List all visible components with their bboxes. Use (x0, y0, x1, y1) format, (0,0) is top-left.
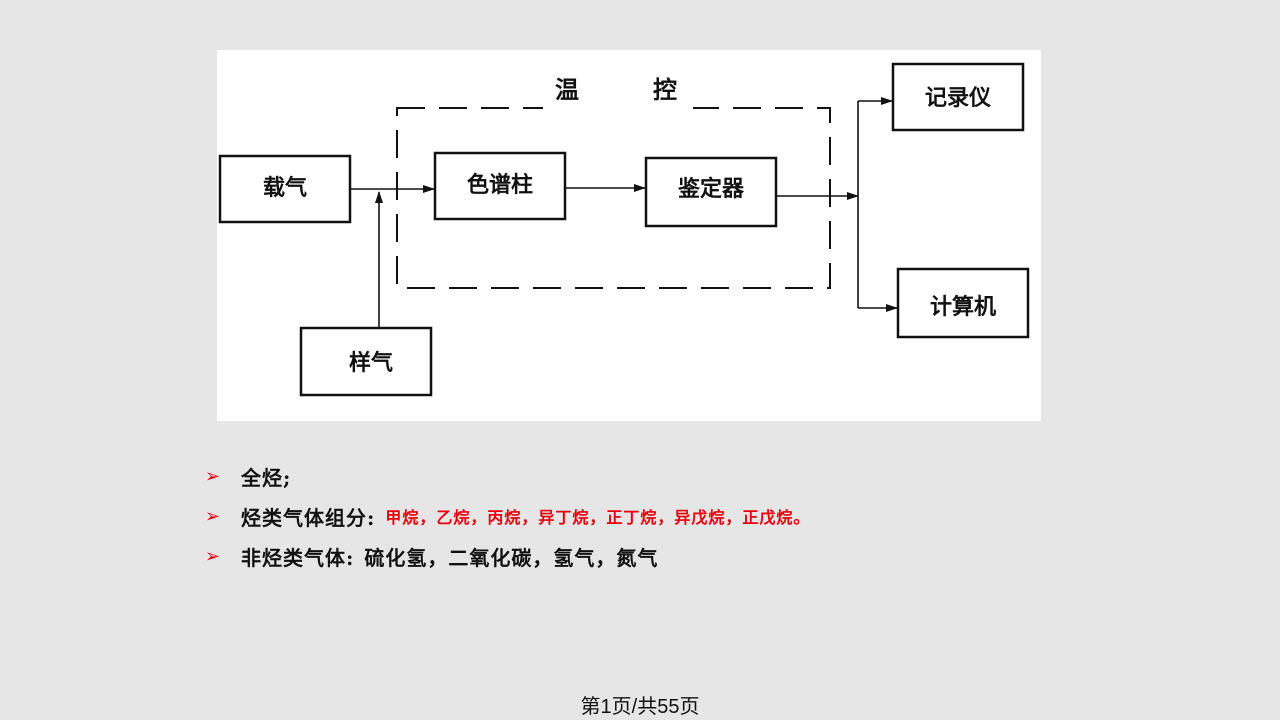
flow-diagram-svg: 温 控 载气 样气 色谱柱 鉴定器 记录仪 (218, 62, 1030, 397)
node-detector: 鉴定器 (644, 156, 778, 228)
bullet-lead-text: 全烃; (241, 465, 292, 490)
temp-control-label-2: 控 (653, 76, 677, 104)
node-chromatographic-column: 色谱柱 (433, 151, 567, 221)
node-column-label: 色谱柱 (467, 172, 533, 198)
bullet-list: ➢ 全烃; ➢ 烃类气体组分: 甲烷，乙烷，丙烷，异丁烷，正丁烷，异戊烷，正戊烷… (205, 456, 1105, 576)
bullet-lead-text: 烃类气体组分: (241, 505, 376, 530)
node-sample-gas: 样气 (299, 326, 433, 397)
bullet-arrow-icon: ➢ (205, 465, 222, 487)
bullet-detail-text: 硫化氢，二氧化碳，氢气，氮气 (364, 545, 659, 570)
node-computer-label: 计算机 (930, 294, 996, 320)
bullet-arrow-icon: ➢ (205, 505, 222, 527)
flow-diagram: 温 控 载气 样气 色谱柱 鉴定器 记录仪 (217, 50, 1041, 421)
node-recorder: 记录仪 (891, 62, 1025, 132)
bullet-item-total-hydrocarbon: ➢ 全烃; (205, 456, 1105, 496)
page-number: 第1页/共55页 (580, 696, 700, 718)
node-carrier-gas: 载气 (218, 154, 352, 224)
node-carrier-gas-label: 载气 (263, 175, 307, 201)
bullet-item-hydrocarbon-components: ➢ 烃类气体组分: 甲烷，乙烷，丙烷，异丁烷，正丁烷，异戊烷，正戊烷。 (205, 496, 1105, 536)
bullet-lead-text: 非烃类气体: (241, 545, 355, 570)
temp-label-mask (543, 102, 693, 116)
bullet-detail-text: 甲烷，乙烷，丙烷，异丁烷，正丁烷，异戊烷，正戊烷。 (385, 508, 811, 527)
node-recorder-label: 记录仪 (925, 86, 992, 111)
node-computer: 计算机 (896, 267, 1030, 339)
bullet-arrow-icon: ➢ (205, 545, 222, 567)
bullet-item-non-hydrocarbon: ➢ 非烃类气体: 硫化氢，二氧化碳，氢气，氮气 (205, 536, 1105, 576)
node-sample-gas-label: 样气 (349, 350, 393, 376)
node-detector-label: 鉴定器 (677, 176, 745, 202)
temp-control-label-1: 温 (555, 76, 579, 104)
